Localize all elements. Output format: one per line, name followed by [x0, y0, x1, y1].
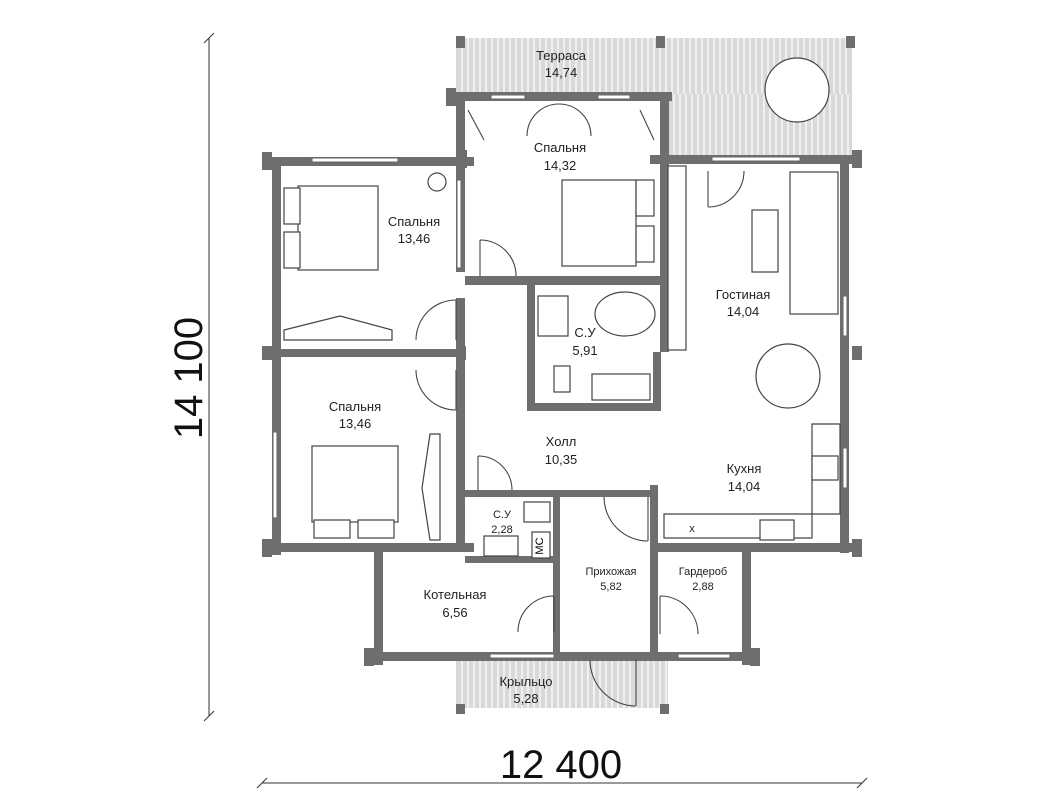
kitchen-area: 14,04	[728, 479, 761, 494]
room-labels: Терраса 14,74 Спальня 14,32 Спальня 13,4…	[329, 48, 770, 706]
sink	[811, 455, 839, 481]
bedroom-1-area: 14,32	[544, 158, 577, 173]
height-dimension: 14 100	[167, 317, 211, 439]
bathroom-1-name: С.У	[574, 325, 596, 340]
bathtub	[594, 291, 656, 337]
furniture: x МС	[283, 57, 841, 559]
entrance-area: 5,82	[600, 581, 621, 593]
kitchen-name: Кухня	[727, 461, 762, 476]
coffee-table	[751, 209, 779, 273]
windows	[272, 94, 848, 659]
bedroom-2-name: Спальня	[388, 214, 440, 229]
plant-icon	[427, 172, 447, 192]
hall-area: 10,35	[545, 452, 578, 467]
terrace-name: Терраса	[536, 48, 587, 63]
bathroom-2-name: С.У	[493, 509, 512, 521]
dimension-lines	[203, 32, 868, 789]
wardrobe-name: Гардероб	[679, 566, 727, 578]
boiler-name: Котельная	[424, 587, 487, 602]
bedroom-3-name: Спальня	[329, 399, 381, 414]
wardrobe-area: 2,88	[692, 581, 713, 593]
terrace-area: 14,74	[545, 65, 578, 80]
width-dimension: 12 400	[500, 743, 622, 787]
bed	[311, 445, 399, 523]
entrance-name: Прихожая	[586, 566, 637, 578]
bathroom-2-area: 2,28	[491, 524, 512, 536]
sofa	[789, 171, 839, 315]
terrace-table	[764, 57, 830, 123]
bedroom-2-area: 13,46	[398, 231, 431, 246]
porch-area: 5,28	[513, 691, 538, 706]
bed	[297, 185, 379, 271]
boiler-area: 6,56	[442, 605, 467, 620]
dining-table	[755, 343, 821, 409]
living-area: 14,04	[727, 304, 760, 319]
porch-name: Крыльцо	[499, 674, 552, 689]
porch-deck	[456, 658, 668, 708]
bathroom-1-area: 5,91	[572, 343, 597, 358]
bed	[561, 179, 637, 267]
washer-label: МС	[534, 537, 546, 554]
hall-name: Холл	[546, 434, 577, 449]
stove-mark: x	[689, 523, 695, 535]
bedroom-1-name: Спальня	[534, 140, 586, 155]
living-name: Гостиная	[716, 287, 771, 302]
bedroom-3-area: 13,46	[339, 416, 372, 431]
doors	[415, 103, 745, 707]
